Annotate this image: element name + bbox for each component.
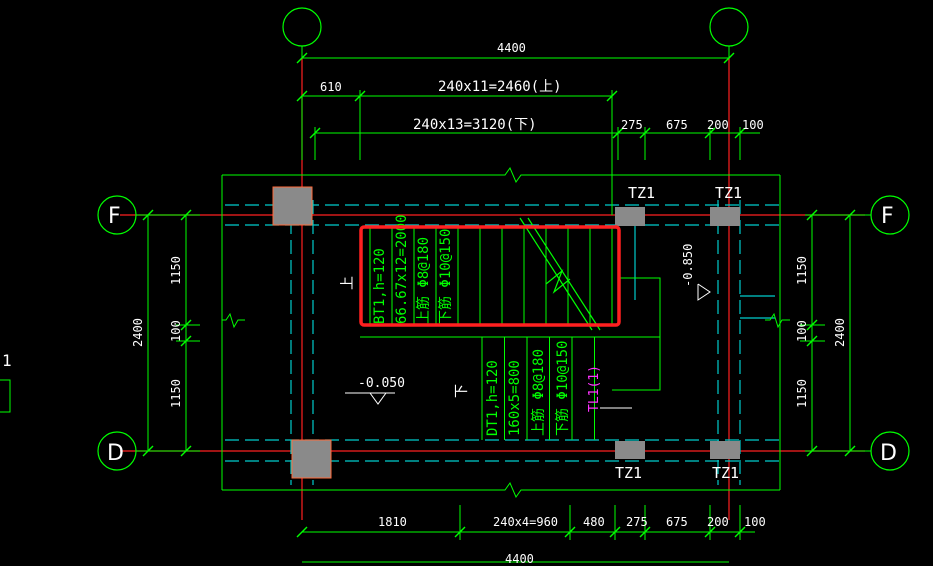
dim-top-lower-flight: 240x13=3120(下) [413,117,537,133]
vertical-dimension-ticks [142,209,856,457]
dim-top-610: 610 [320,80,342,94]
bt1-line-3: 上筋 Φ8@180 [415,237,432,324]
axis-bubble-top-left [282,7,322,47]
dimension-text: 4400 610 240x11=2460(上) 240x13=3120(下) 2… [320,41,766,566]
dim-top-100: 100 [742,118,764,132]
up-mark: 上 [340,276,356,290]
dt1-line-3: 上筋 Φ8@180 [530,349,547,436]
down-mark: 下 [454,384,470,398]
highlight-box [359,225,621,327]
dim-bottom-675: 675 [666,515,688,529]
stair-labels: 上 下 BT1,h=120 66.67x12=2000 上筋 Φ8@180 下筋… [340,214,602,436]
axis-bubble-top-right [709,7,749,47]
elevation-symbols [345,283,711,405]
dim-top-total: 4400 [497,41,526,55]
left-edge-mark-label: 1 [2,351,12,370]
left-edge-mark [0,379,11,413]
column-tz1-top-mid [615,207,645,226]
dim-right-1150-top: 1150 [795,256,809,285]
horizontal-dimension-lines [301,57,760,563]
outline-lines [221,166,790,499]
elevation-floor: -0.050 [358,376,405,391]
column-labels: TZ1 TZ1 TZ1 TZ1 [615,184,742,482]
label-tz1-top-mid: TZ1 [628,184,655,202]
dim-bottom-100: 100 [744,515,766,529]
dim-right-total: 2400 [833,318,847,347]
dim-top-275: 275 [621,118,643,132]
dim-left-total: 2400 [131,318,145,347]
column-tz1-top-right [710,207,740,226]
column-tz1-bottom-right [710,441,740,459]
axis-bubble-connectors [136,46,871,452]
vertical-dimension-lines [147,215,851,451]
elevation-landing: -0.850 [681,244,695,287]
dim-right-100: 100 [795,320,809,342]
dim-bottom-200: 200 [707,515,729,529]
axis-label-D-left: D [107,441,124,466]
dim-top-675: 675 [666,118,688,132]
label-tz1-bottom-right: TZ1 [712,464,739,482]
lower-flight-treads [481,337,595,440]
label-tz1-bottom-mid: TZ1 [615,464,642,482]
bt1-line-1: BT1,h=120 [372,248,388,324]
dim-left-1150-bottom: 1150 [169,379,183,408]
flight-break-line [519,217,601,331]
dim-bottom-total: 4400 [505,552,534,566]
dim-top-200: 200 [707,118,729,132]
column-bottom-left [291,439,332,479]
axis-label-F-left: F [108,204,121,229]
bt1-line-4: 下筋 Φ10@150 [437,229,454,324]
axis-label-F-right: F [881,204,894,229]
dim-right-1150-bottom: 1150 [795,379,809,408]
vertical-dimension-text: 1150 100 1150 2400 1150 100 1150 2400 [131,256,847,408]
axis-label-D-right: D [880,441,897,466]
column-tz1-bottom-mid [615,441,645,459]
dim-bottom-275: 275 [626,515,648,529]
beam-label: TL1(1) [587,365,602,412]
label-tz1-top-right: TZ1 [715,184,742,202]
dt1-line-2: 160x5=800 [507,360,523,436]
dim-bottom-480: 480 [583,515,605,529]
horizontal-dimension-ticks [296,52,746,538]
dim-bottom-flight: 240x4=960 [493,515,558,529]
dim-bottom-1810: 1810 [378,515,407,529]
dim-top-upper-flight: 240x11=2460(上) [438,79,562,95]
dt1-line-4: 下筋 Φ10@150 [554,341,571,436]
upper-flight-treads [369,227,613,325]
dt1-line-1: DT1,h=120 [485,360,501,436]
bt1-line-2: 66.67x12=2000 [394,214,410,324]
dim-left-100: 100 [169,320,183,342]
column-top-left [272,186,313,226]
dim-left-1150-top: 1150 [169,256,183,285]
columns [272,186,740,479]
